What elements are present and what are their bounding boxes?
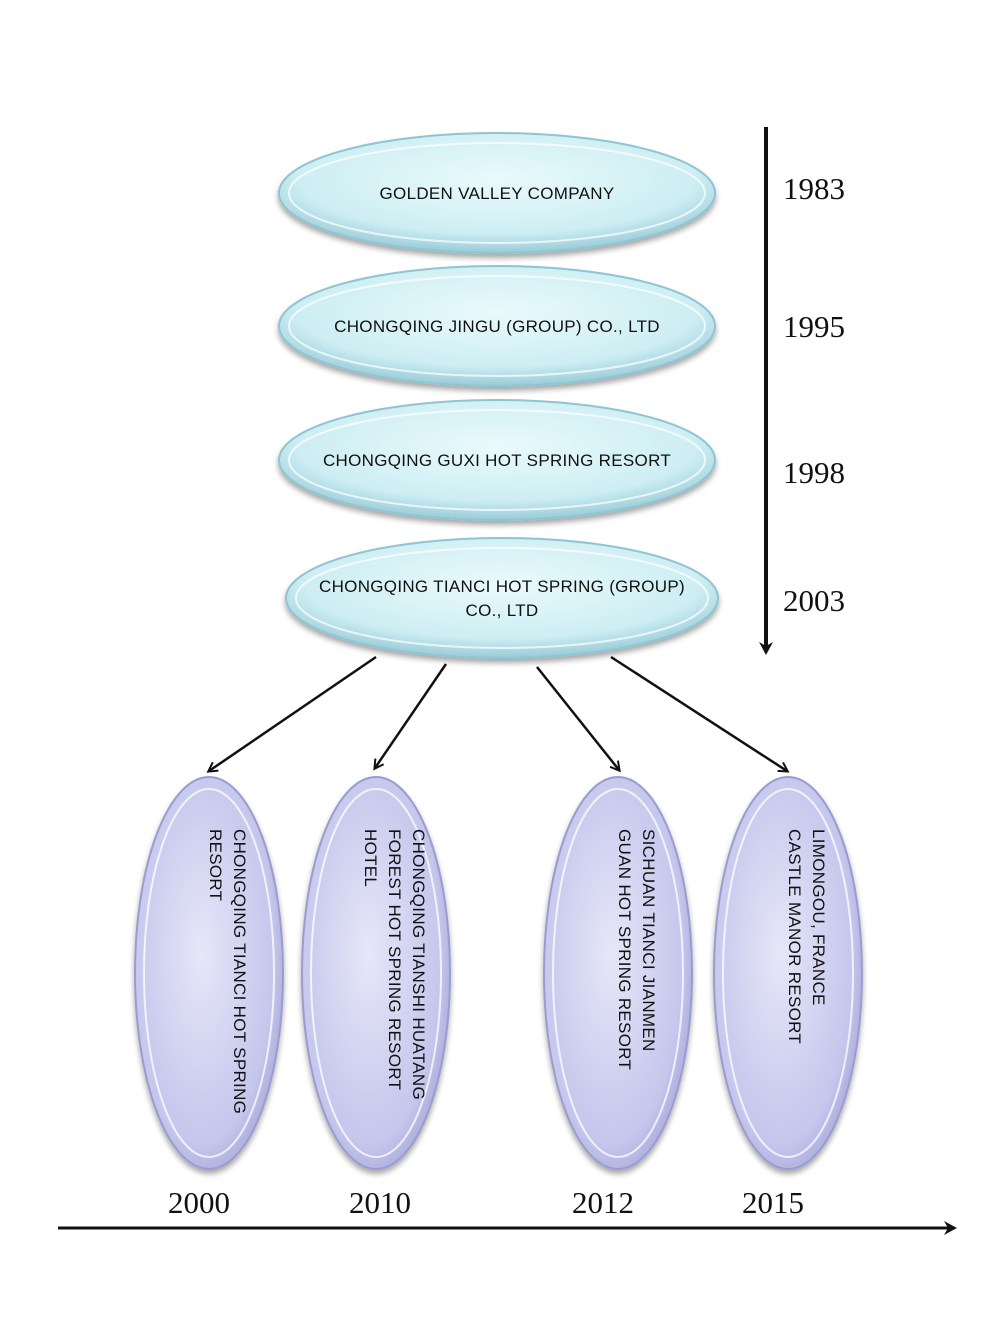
resort-year: 2012: [572, 1185, 634, 1220]
company-oval-inner-ring: [288, 275, 706, 377]
branch-arrow: [375, 663, 448, 768]
resort-oval-inner-ring: [722, 788, 854, 1158]
company-node: GOLDEN VALLEY COMPANY 1983: [278, 132, 845, 254]
company-oval: [278, 132, 716, 254]
branch-arrow: [536, 666, 619, 770]
resort-name-line: SICHUAN TIANCI JIANMEN: [639, 829, 658, 1052]
company-year: 1983: [783, 171, 845, 206]
resort-node: LIMONGOU, FRANCE CASTLE MANOR RESORT 2015: [713, 776, 863, 1220]
company-oval: [278, 399, 716, 521]
company-node: CHONGQING JINGU (GROUP) CO., LTD 1995: [278, 265, 845, 387]
resort-oval: [543, 776, 693, 1170]
resort-node: CHONGQING TIANSHI HUATANG FOREST HOT SPRI…: [301, 776, 451, 1220]
company-name-line: CHONGQING JINGU (GROUP) CO., LTD: [334, 317, 660, 336]
resort-year: 2015: [742, 1185, 804, 1220]
resort-name-line: HOTEL: [361, 829, 380, 887]
resort-name-line: CHONGQING TIANCI HOT SPRING: [230, 829, 249, 1114]
company-oval-inner-ring: [288, 409, 706, 511]
resort-year: 2000: [168, 1185, 230, 1220]
company-year: 1995: [783, 309, 845, 344]
resort-node: SICHUAN TIANCI JIANMEN GUAN HOT SPRING RE…: [543, 776, 693, 1220]
resort-oval-inner-ring: [552, 788, 684, 1158]
company-node: CHONGQING GUXI HOT SPRING RESORT 1998: [278, 399, 845, 521]
company-node: CHONGQING TIANCI HOT SPRING (GROUP) CO., …: [285, 537, 845, 659]
resort-oval-inner-ring: [310, 788, 442, 1158]
branch-arrows: [209, 655, 787, 771]
resort-oval: [713, 776, 863, 1170]
resort-name-line: LIMONGOU, FRANCE: [809, 829, 828, 1006]
branch-arrow: [610, 655, 787, 771]
resort-name-line: FOREST HOT SPRING RESORT: [385, 829, 404, 1090]
resort-oval-inner-ring: [143, 788, 275, 1158]
company-name-line: CHONGQING TIANCI HOT SPRING (GROUP): [319, 577, 685, 596]
resort-name-line: CHONGQING TIANSHI HUATANG: [409, 829, 428, 1100]
company-name-line: CO., LTD: [466, 601, 539, 620]
company-year: 1998: [783, 455, 845, 490]
resort-name-line: GUAN HOT SPRING RESORT: [615, 829, 634, 1070]
resort-nodes: CHONGQING TIANCI HOT SPRINGRESORT2000CHO…: [134, 776, 863, 1220]
resort-name-line: RESORT: [206, 829, 225, 901]
company-oval-inner-ring: [288, 142, 706, 244]
resort-year: 2010: [349, 1185, 411, 1220]
company-year: 2003: [783, 583, 845, 618]
company-oval-inner-ring: [295, 547, 709, 649]
resort-oval: [301, 776, 451, 1170]
branch-arrow: [209, 655, 377, 771]
company-oval: [285, 537, 719, 659]
resort-name-line: CASTLE MANOR RESORT: [785, 829, 804, 1044]
company-oval: [278, 265, 716, 387]
resort-oval: [134, 776, 284, 1170]
company-name-line: GOLDEN VALLEY COMPANY: [380, 184, 615, 203]
company-name-line: CHONGQING GUXI HOT SPRING RESORT: [323, 451, 671, 470]
resort-node: CHONGQING TIANCI HOT SPRING RESORT 2000: [134, 776, 284, 1220]
